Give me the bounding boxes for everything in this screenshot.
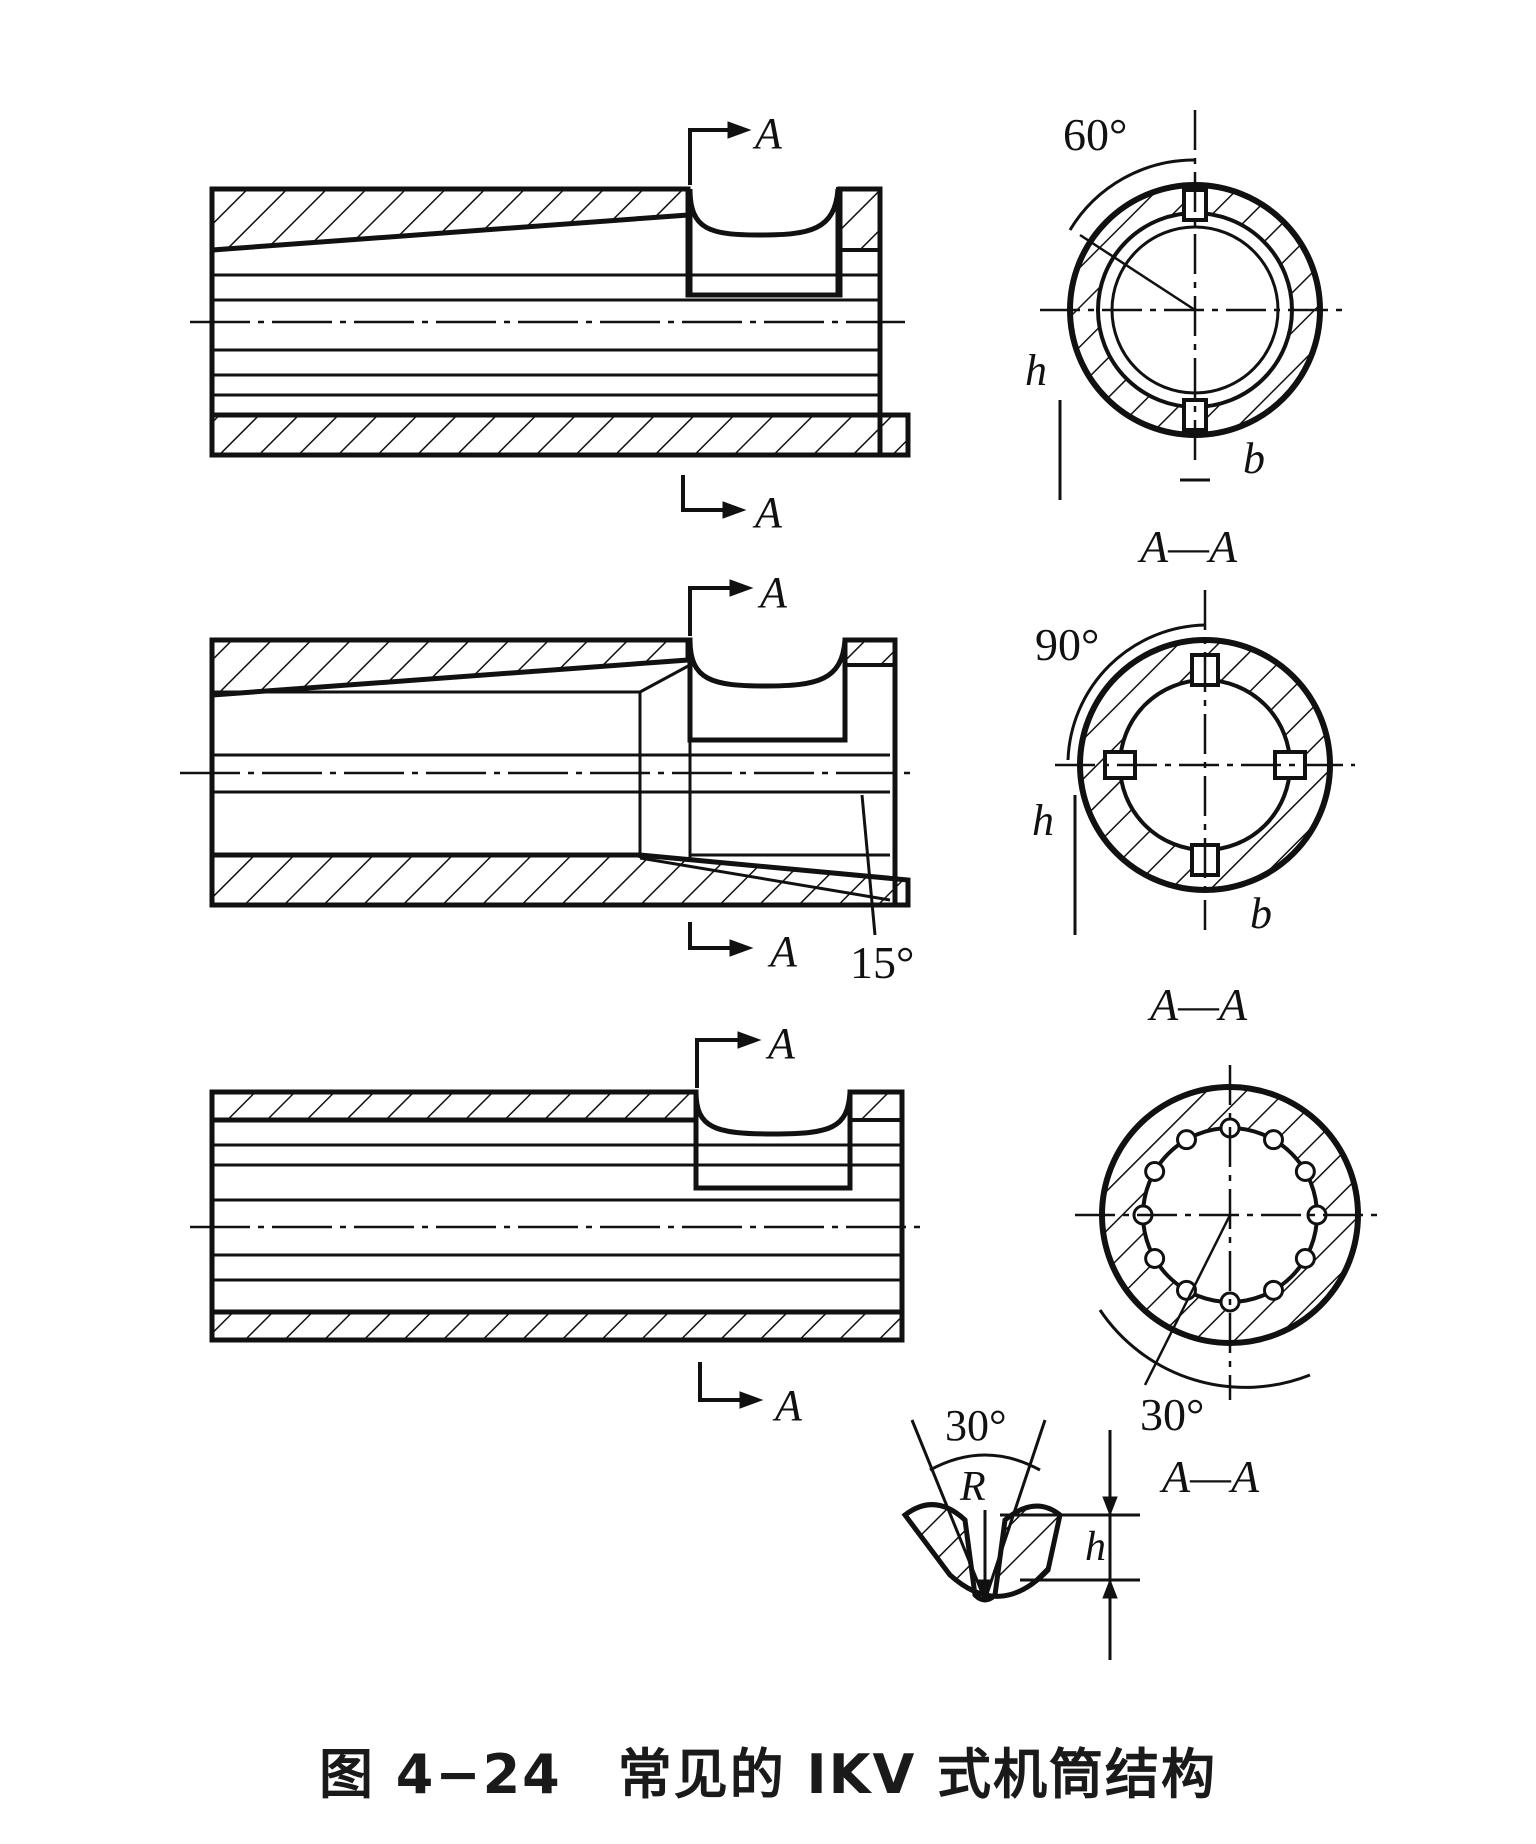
dim-b-1: b <box>1243 434 1265 483</box>
angle-30-section-label: 30° <box>1140 1389 1204 1440</box>
angle-60-label: 60° <box>1063 109 1127 160</box>
figure-caption: 图 4−24 常见的 IKV 式机筒结构 <box>318 1743 1218 1806</box>
dim-h-1: h <box>1025 346 1047 395</box>
dim-h-3: h <box>1085 1524 1106 1570</box>
barrel-1-long-section <box>190 121 911 519</box>
section-letter-3a: A <box>765 1019 796 1068</box>
section-letter-1b: A <box>752 488 783 537</box>
groove-8 <box>1144 1161 1166 1182</box>
section-letter-2b: A <box>767 927 798 976</box>
barrel-1-cross-section <box>1040 110 1345 500</box>
groove-6 <box>1144 1248 1166 1269</box>
section-label-1: A—A <box>1137 521 1238 572</box>
dim-h-2: h <box>1032 796 1054 845</box>
barrel-3-long-section <box>190 1031 925 1409</box>
section-label-3: A—A <box>1159 1451 1260 1502</box>
angle-90-label: 90° <box>1035 619 1099 670</box>
groove-11 <box>1263 1129 1284 1151</box>
groove-3 <box>1263 1279 1284 1301</box>
barrel-3-cross-section <box>1075 1065 1380 1400</box>
section-letter-3b: A <box>772 1381 803 1430</box>
dim-R: R <box>959 1464 986 1510</box>
groove-detail <box>901 1419 1140 1660</box>
barrel-2-cross-section <box>1055 590 1355 935</box>
dim-b-2: b <box>1250 889 1272 938</box>
section-letter-1a: A <box>752 109 783 158</box>
angle-15-label: 15° <box>850 937 914 988</box>
groove-12 <box>1294 1161 1316 1182</box>
groove-2 <box>1294 1248 1316 1269</box>
section-letter-2a: A <box>757 568 788 617</box>
groove-9 <box>1176 1129 1197 1151</box>
section-label-2: A—A <box>1147 979 1248 1030</box>
barrel-2-long-section <box>180 579 915 957</box>
angle-30-groove-label: 30° <box>945 1401 1007 1450</box>
